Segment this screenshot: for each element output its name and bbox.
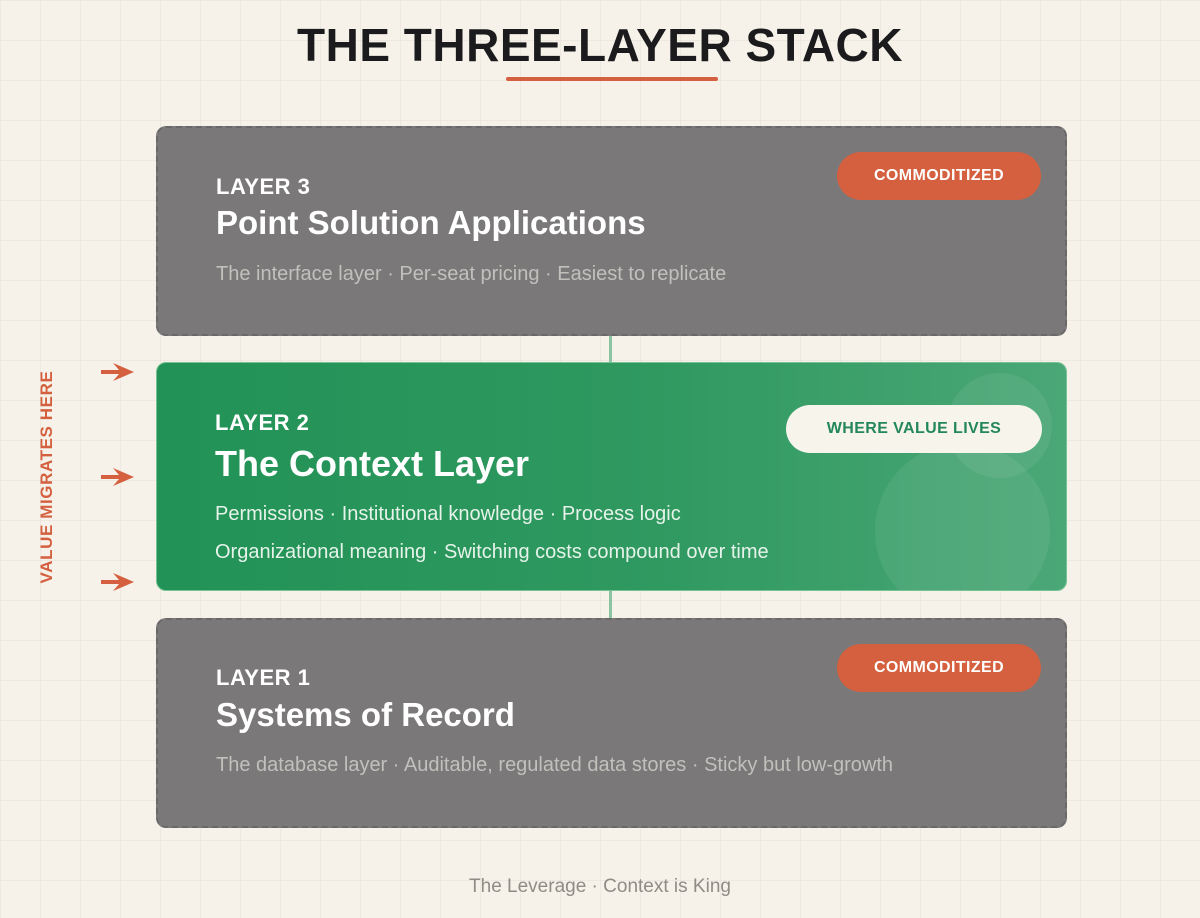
title-underline bbox=[506, 77, 718, 81]
layer-description: The interface layer · Per-seat pricing ·… bbox=[216, 263, 727, 285]
value-badge: WHERE VALUE LIVES bbox=[786, 405, 1042, 453]
layer-description: The database layer · Auditable, regulate… bbox=[216, 754, 894, 776]
status-badge: COMMODITIZED bbox=[837, 644, 1041, 692]
arrow-right-icon bbox=[101, 363, 134, 381]
arrow-right-icon bbox=[101, 573, 134, 591]
layer-number: LAYER 3 bbox=[216, 174, 311, 199]
layer-number: LAYER 1 bbox=[216, 665, 311, 690]
diagram-title: THE THREE-LAYER STACK bbox=[297, 19, 903, 71]
side-label: VALUE MIGRATES HERE bbox=[37, 370, 56, 584]
layer-3-box: LAYER 3 Point Solution Applications The … bbox=[156, 126, 1067, 336]
layer-number: LAYER 2 bbox=[215, 410, 310, 435]
connector-top bbox=[609, 336, 612, 362]
footer-caption: The Leverage · Context is King bbox=[469, 876, 731, 897]
layer-name: Point Solution Applications bbox=[216, 204, 646, 241]
status-badge: COMMODITIZED bbox=[837, 152, 1041, 200]
arrow-right-icon bbox=[101, 468, 134, 486]
layer-description: Permissions · Institutional knowledge · … bbox=[215, 503, 681, 525]
layer-name: The Context Layer bbox=[215, 443, 530, 484]
decorative-circle bbox=[875, 443, 1050, 590]
layer-name: Systems of Record bbox=[216, 696, 515, 733]
layer-1-box: LAYER 1 Systems of Record The database l… bbox=[156, 618, 1067, 828]
layer-2-box: LAYER 2 The Context Layer Permissions · … bbox=[156, 362, 1067, 591]
layer-description: Organizational meaning · Switching costs… bbox=[215, 541, 769, 563]
connector-bottom bbox=[609, 591, 612, 618]
